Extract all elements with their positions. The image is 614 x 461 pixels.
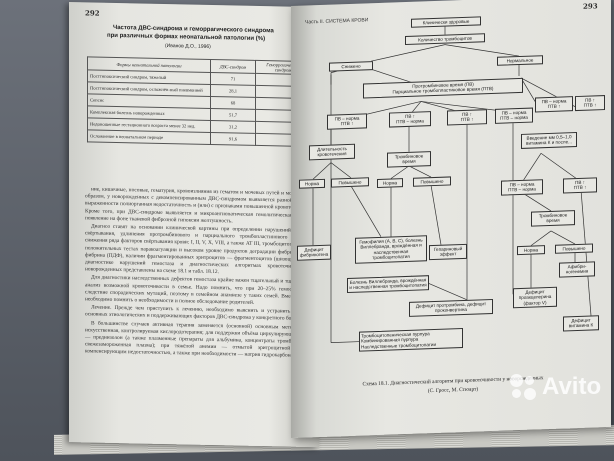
left-page-body: ние, кишечные, носовые, гематурия, крово… <box>85 186 313 361</box>
avito-wordmark: Avito <box>542 373 602 400</box>
node-factor-v: Дефицит проакцелерина (фактор V) <box>513 286 557 309</box>
table-title-line2: при различных формах неонатальной патоло… <box>107 32 266 43</box>
table-cell: 91,6 <box>210 132 256 146</box>
left-page-number: 292 <box>85 8 100 18</box>
node-vit-k-deficit: Дефицит витамина К <box>563 315 599 332</box>
node-vwd: Болезнь Виллебранда, врождённая и наслед… <box>347 275 429 293</box>
avito-watermark: Avito <box>508 372 601 402</box>
table-cell: 71 <box>210 72 256 86</box>
right-page: Часть II. СИСТЕМА КРОВИ 293 <box>291 0 611 439</box>
node-right-pv-2: ПВ – норма ПТВ – норма <box>501 179 543 196</box>
node-low: Снижено <box>329 61 373 73</box>
node-thrombin-time-2: Тромбиновое время <box>531 210 575 227</box>
node-right-ptv: ПВ ↑ ПТВ ↑ <box>575 95 605 111</box>
node-fibrinogen-deficit: Дефицит фибриногена <box>297 244 331 261</box>
node-both-normal: ПВ – норма ПТВ – норма <box>495 107 533 124</box>
node-purpura: Тромбоцитопеническая пурпура Комбинирова… <box>359 327 463 352</box>
node-prothrombin-deficit: Дефицит протромбина, дефицит проконверти… <box>409 298 493 317</box>
node-afibrinogenemia: Афибри-ногенемия <box>559 261 595 278</box>
frequency-table: Формы неонатальной патологии ДВС-синдром… <box>87 56 311 147</box>
node-hemophilia: Гемофилия (А, B, C), болезнь Виллебранда… <box>355 235 427 264</box>
node-normal: Нормальное <box>497 55 543 67</box>
node-both-up: ПВ ↑ ПТВ ↑ <box>447 109 487 126</box>
node-norm-2: Норма <box>377 178 403 189</box>
node-vitamin-k: Введение мм 0,5–1,0 витамина К и после..… <box>521 132 577 149</box>
avito-logo-icon <box>508 372 538 402</box>
node-thrombin-time: Тромбиновое время <box>387 151 431 168</box>
paragraph: Диагноз ставят на основании клинической … <box>85 223 313 276</box>
node-right-pv: ПВ – норма ПТВ ↑ <box>535 96 573 113</box>
open-book: 292 Частота ДВС-синдрома и геморрагическ… <box>14 0 614 461</box>
node-incr-1: Повышено <box>331 177 369 189</box>
node-heparin: Гепариновый эффект <box>429 243 467 260</box>
table-cell: 31,2 <box>210 120 256 134</box>
node-norm-3: Норма <box>517 245 545 256</box>
table-cell: Осложнение в неонатальном периоде <box>87 129 211 145</box>
table-cell: 28,1 <box>210 84 256 98</box>
paragraph: ние, кишечные, носовые, гематурия, крово… <box>85 186 313 225</box>
node-pv-up: ПВ – норма ПТВ ↑ <box>327 113 367 130</box>
table-cell: 51,7 <box>210 108 256 122</box>
table-cell: 68 <box>210 96 256 110</box>
node-incr-2: Повышено <box>413 176 451 188</box>
paragraph: В большинстве случаев активная терапия з… <box>85 320 313 360</box>
paragraph: Для диагностики наследственных дефектов … <box>85 274 313 306</box>
table-header-cell: ДВС-синдром <box>210 59 256 74</box>
node-bleeding-duration: Длительность кровотечения <box>309 143 355 161</box>
node-norm-1: Норма <box>299 178 325 190</box>
node-incr-3: Повышено <box>555 243 593 255</box>
table-source: (Иванов Д.О., 1996) <box>165 43 211 50</box>
node-ptv-up: ПВ ↑ ПТВ – норма <box>389 111 431 128</box>
left-page: 292 Частота ДВС-синдрома и геморрагическ… <box>69 2 319 448</box>
node-right-ptv-2: ПВ ↑ ПТВ ↑ <box>563 177 597 194</box>
